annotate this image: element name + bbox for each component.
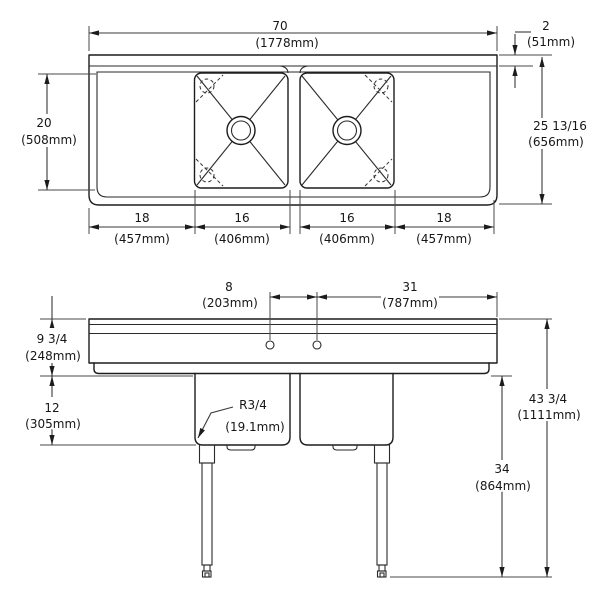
dim-seg-3-in: 18 [436, 211, 451, 225]
dim-bottom-segments: 18 (457mm) 16 (406mm) 16 (406mm) 18 (457… [88, 190, 495, 248]
bowl-outline [299, 72, 395, 189]
drain-inner [230, 120, 252, 141]
drain-boss [332, 445, 358, 451]
dim-hole-to-edge: 31 (787mm) [317, 278, 498, 317]
dim-overall-depth-mm: (656mm) [528, 135, 584, 149]
dim-overall-width: 70 (1778mm) [88, 17, 498, 52]
left-bowl-plan [193, 72, 289, 189]
sink-top-outline [88, 54, 498, 206]
left-foot-neck [203, 564, 211, 572]
right-foot-neck [378, 564, 386, 572]
dim-bowl-depth-fb: 20 (508mm) [19, 73, 96, 191]
dim-rear-ledge-mm: (51mm) [527, 35, 575, 49]
top-view: 70 (1778mm) 2 (51mm) 25 13/16 (656mm) 20 [19, 17, 592, 248]
coved-corner-dashed [364, 74, 393, 103]
right-foot [376, 570, 387, 578]
faucet-hole [312, 340, 322, 350]
right-leg-socket [373, 444, 391, 464]
left-leg [201, 462, 213, 566]
dim-seg-3-mm: (457mm) [416, 232, 472, 246]
dim-rear-ledge: 2 (51mm) [499, 17, 577, 88]
coved-corner-circle [373, 167, 389, 183]
dim-overall-height-in: 43 3/4 [529, 392, 567, 406]
coved-corner-dashed [364, 158, 393, 187]
drain-inner [336, 120, 358, 141]
dim-bowl-depth-fb-in: 20 [36, 116, 51, 130]
dim-seg-1-in: 16 [234, 211, 249, 225]
dim-seg-0-mm: (457mm) [114, 232, 170, 246]
dim-overall-width-in: 70 [272, 19, 287, 33]
dim-bowl-depth: 12 (305mm) [23, 376, 196, 446]
drain-boss [226, 445, 256, 451]
right-bowl-plan [299, 72, 395, 189]
coved-corner-circle [373, 78, 389, 94]
coved-corner-dashed [195, 158, 224, 187]
dim-hole-to-edge-mm: (787mm) [382, 296, 438, 310]
dim-faucet-spacing: 8 (203mm) [200, 278, 318, 340]
callout-corner-radius-mm: (19.1mm) [225, 420, 284, 434]
callout-corner-radius: R3/4 (19.1mm) [197, 396, 287, 439]
coved-corner-dashed [195, 74, 224, 103]
dim-faucet-spacing-in: 8 [225, 280, 233, 294]
callout-corner-radius-in: R3/4 [239, 398, 267, 412]
bowl-outline [193, 72, 289, 189]
dim-top-section-mm: (248mm) [25, 349, 81, 363]
dim-seg-2-in: 16 [339, 211, 354, 225]
divider-fillets [279, 65, 309, 74]
dim-underside-height-mm: (864mm) [475, 479, 531, 493]
dim-underside-height-in: 34 [494, 462, 509, 476]
dim-underside-height: 34 (864mm) [473, 375, 533, 577]
dim-faucet-spacing-mm: (203mm) [202, 296, 258, 310]
inner-surface [96, 71, 491, 198]
dim-bowl-depth-mm: (305mm) [25, 417, 81, 431]
dim-seg-0-in: 18 [134, 211, 149, 225]
body-outline [88, 318, 498, 364]
dim-overall-depth-in: 25 13/16 [533, 119, 587, 133]
dim-overall-height: 43 3/4 (1111mm) [499, 318, 583, 577]
dim-overall-width-mm: (1778mm) [255, 36, 318, 50]
dim-overall-height-mm: (1111mm) [517, 408, 580, 422]
left-bowl-front [194, 372, 291, 446]
left-leg-socket [198, 444, 216, 464]
dim-hole-to-edge-in: 31 [402, 280, 417, 294]
sink-front-body [88, 318, 498, 375]
dim-seg-2-mm: (406mm) [319, 232, 375, 246]
bowls-front [194, 372, 394, 451]
dim-bowl-depth-fb-mm: (508mm) [21, 133, 77, 147]
outer-rim [88, 54, 498, 206]
left-foot-detail [204, 572, 210, 578]
faucet-hole [265, 340, 275, 350]
dim-overall-depth: 25 13/16 (656mm) [499, 57, 592, 205]
legs [198, 444, 391, 578]
dim-top-section-in: 9 3/4 [37, 332, 68, 346]
dim-seg-1-mm: (406mm) [214, 232, 270, 246]
left-foot [201, 570, 212, 578]
right-foot-detail [379, 572, 385, 578]
dim-top-section: 9 3/4 (248mm) [22, 296, 193, 377]
dim-bowl-depth-in: 12 [44, 401, 59, 415]
front-view: 8 (203mm) 31 (787mm) 9 3/4 (248mm) 12 (3 [22, 278, 583, 578]
right-leg [376, 462, 388, 566]
coved-corner-circle [199, 78, 215, 94]
coved-corner-circle [199, 167, 215, 183]
right-bowl-front [299, 372, 394, 446]
dim-rear-ledge-in: 2 [542, 19, 550, 33]
bottom-lip [93, 362, 490, 375]
